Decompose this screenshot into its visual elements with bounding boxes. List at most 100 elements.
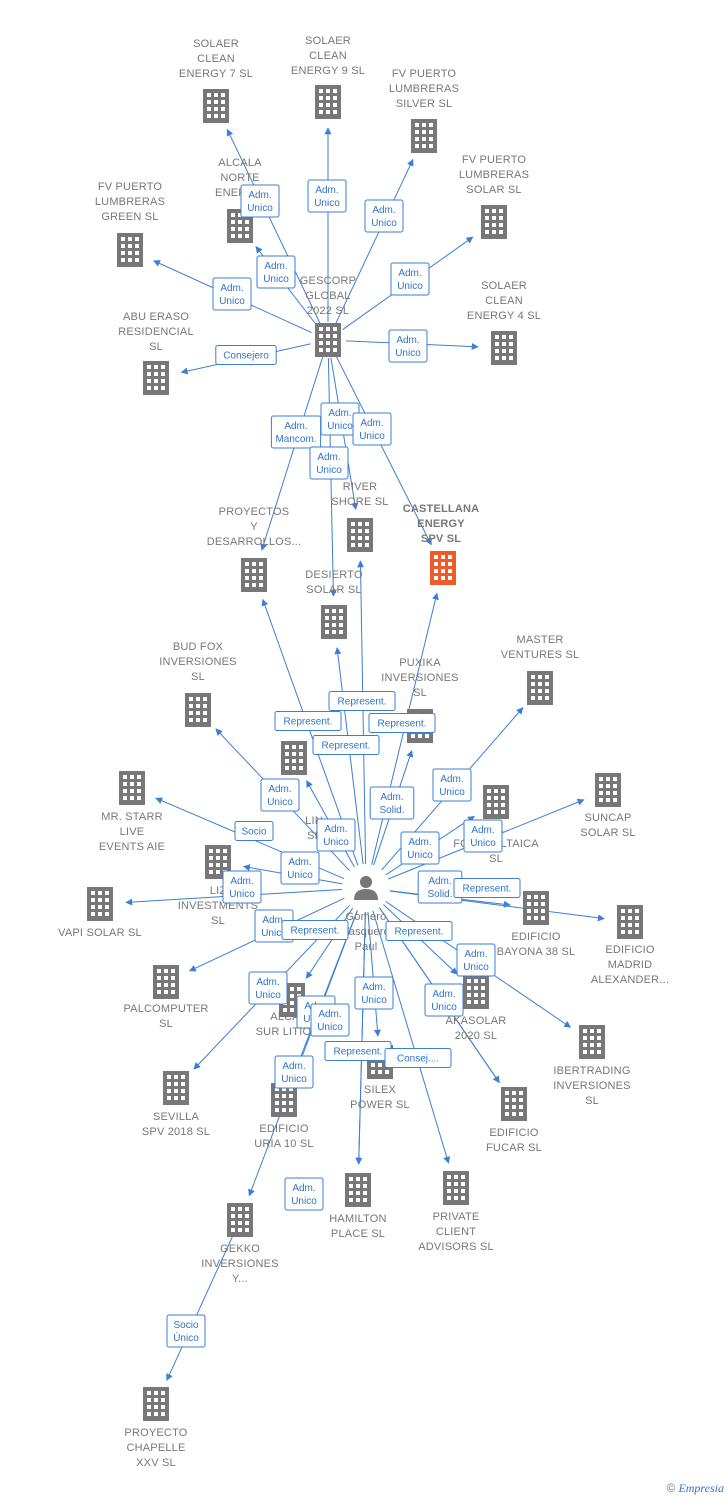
building-window bbox=[485, 223, 489, 227]
edge-label-socio[interactable]: Socio bbox=[234, 821, 274, 841]
edge-label-adm-unico[interactable]: Adm.Unico bbox=[424, 983, 464, 1017]
company-node-park[interactable] bbox=[483, 785, 509, 819]
edge-label-box bbox=[352, 412, 392, 446]
edge-label-adm-unico[interactable]: Adm.Unico bbox=[212, 277, 252, 311]
building-window bbox=[326, 110, 330, 114]
edge-label-represent[interactable]: Represent. bbox=[453, 878, 521, 898]
edge-label-adm-unico[interactable]: Adm.Unico bbox=[274, 1055, 314, 1089]
company-node-fvsilver[interactable] bbox=[411, 119, 437, 153]
edge-label-represent[interactable]: Represent. bbox=[281, 920, 349, 940]
relation-edge bbox=[334, 647, 365, 871]
company-node-private[interactable] bbox=[443, 1171, 469, 1205]
edge-label-text: Adm. bbox=[360, 418, 383, 429]
edge-label-represent[interactable]: Represent. bbox=[274, 711, 342, 731]
edge-label-adm-unico[interactable]: Adm.Unico bbox=[400, 831, 440, 865]
company-node-vapi[interactable] bbox=[87, 887, 113, 921]
company-node-mrstarr[interactable] bbox=[119, 771, 145, 805]
company-node-lin[interactable] bbox=[281, 741, 307, 775]
company-node-ibertrading[interactable] bbox=[579, 1025, 605, 1059]
edge-label-adm-unico[interactable]: Adm.Unico bbox=[316, 818, 356, 852]
building-window bbox=[231, 1214, 235, 1218]
edge-label-adm-mancom[interactable]: Adm.Mancom. bbox=[270, 415, 322, 449]
edge-label-adm-unico[interactable]: Adm.Unico bbox=[280, 851, 320, 885]
building-window bbox=[494, 789, 498, 793]
building-window bbox=[467, 1000, 471, 1004]
footer-brand[interactable]: © Empresia bbox=[667, 1481, 724, 1496]
building-window bbox=[333, 348, 337, 352]
company-node-hamilton[interactable] bbox=[345, 1173, 371, 1207]
edge-label-adm-unico[interactable]: Adm.Unico bbox=[463, 819, 503, 853]
building-window bbox=[527, 895, 531, 899]
person-node[interactable] bbox=[342, 864, 390, 912]
edge-label-adm-solid[interactable]: Adm.Solid. bbox=[417, 870, 463, 904]
building-window bbox=[590, 1043, 594, 1047]
edge-label-adm-unico[interactable]: Adm.Unico bbox=[240, 184, 280, 218]
edge-label-adm-unico[interactable]: Adm.Unico bbox=[260, 778, 300, 812]
building-window bbox=[583, 1029, 587, 1033]
edge-label-adm-unico[interactable]: Adm.Unico bbox=[222, 870, 262, 904]
node-label: CLEAN bbox=[197, 53, 235, 65]
building-window bbox=[534, 909, 538, 913]
building-window bbox=[216, 856, 220, 860]
building-window bbox=[285, 752, 289, 756]
building-window bbox=[207, 114, 211, 118]
edge-label-adm-unico[interactable]: Adm.Unico bbox=[310, 1003, 350, 1037]
edge-label-consej[interactable]: Consej.... bbox=[384, 1048, 452, 1068]
edge-label-adm-unico[interactable]: Adm.Unico bbox=[364, 199, 404, 233]
edge-label-adm-unico[interactable]: Adm.Unico bbox=[284, 1177, 324, 1211]
edge-label-represent[interactable]: Represent. bbox=[312, 735, 380, 755]
building-window bbox=[415, 130, 419, 134]
company-node-suncap[interactable] bbox=[595, 773, 621, 807]
edge-label-consejero[interactable]: Consejero bbox=[215, 345, 277, 365]
edge-label-adm-unico[interactable]: Adm.Unico bbox=[456, 943, 496, 977]
company-node-fvsolar[interactable] bbox=[481, 205, 507, 239]
edge-label-adm-unico[interactable]: Adm.Unico bbox=[256, 255, 296, 289]
company-node-madrid[interactable] bbox=[617, 905, 643, 939]
company-node-sevilla[interactable] bbox=[163, 1071, 189, 1105]
edge-label-represent[interactable]: Represent. bbox=[368, 713, 436, 733]
company-node-chapelle[interactable] bbox=[143, 1387, 169, 1421]
hub-company-node[interactable] bbox=[315, 323, 341, 357]
company-node-proyectos[interactable] bbox=[241, 558, 267, 592]
building-window bbox=[135, 258, 139, 262]
edge-label-box bbox=[312, 735, 380, 755]
building-window bbox=[333, 341, 337, 345]
focus-company-node[interactable] bbox=[430, 551, 456, 585]
company-node-fucar[interactable] bbox=[501, 1087, 527, 1121]
node-label: Y bbox=[250, 521, 258, 533]
edge-label-adm-solid[interactable]: Adm.Solid. bbox=[369, 786, 415, 820]
company-node-akasolar[interactable] bbox=[463, 975, 489, 1009]
edge-label-text: Adm. bbox=[324, 824, 347, 835]
building-window bbox=[154, 386, 158, 390]
edge-label-represent[interactable]: Represent. bbox=[385, 921, 453, 941]
company-node-budfox[interactable] bbox=[185, 693, 211, 727]
edge-label-represent[interactable]: Represent. bbox=[328, 691, 396, 711]
company-node-fvgreen[interactable] bbox=[117, 233, 143, 267]
company-node-gekko[interactable] bbox=[227, 1203, 253, 1237]
company-node-abueraso[interactable] bbox=[143, 361, 169, 395]
company-node-solaer4[interactable] bbox=[491, 331, 517, 365]
edge-label-adm-unico[interactable]: Adm.Unico bbox=[352, 412, 392, 446]
company-node-palcomputer[interactable] bbox=[153, 965, 179, 999]
edge-label-adm-unico[interactable]: Adm.Unico bbox=[354, 976, 394, 1010]
building-window bbox=[238, 227, 242, 231]
company-node-bayona[interactable] bbox=[523, 891, 549, 925]
building-window bbox=[454, 1175, 458, 1179]
edge-label-adm-unico[interactable]: Adm.Unico bbox=[307, 179, 347, 213]
edge-label-box bbox=[432, 768, 472, 802]
edge-label-represent[interactable]: Represent. bbox=[324, 1041, 392, 1061]
company-node-desierto[interactable] bbox=[321, 605, 347, 639]
edge-label-box bbox=[260, 778, 300, 812]
edge-label-text: Unico bbox=[371, 218, 397, 229]
company-node-rivershore[interactable] bbox=[347, 518, 373, 552]
edge-label-adm-unico[interactable]: Adm.Unico bbox=[432, 768, 472, 802]
edge-label-adm-unico[interactable]: Adm.Unico bbox=[388, 329, 428, 363]
company-node-solaer7[interactable] bbox=[203, 89, 229, 123]
company-node-master[interactable] bbox=[527, 671, 553, 705]
edge-label-adm-unico[interactable]: Adm.Unico bbox=[309, 446, 349, 480]
company-node-uria[interactable] bbox=[271, 1083, 297, 1117]
company-node-solaer9[interactable] bbox=[315, 85, 341, 119]
edge-label-adm-unico[interactable]: Adm.Unico bbox=[248, 971, 288, 1005]
edge-label-adm-unico[interactable]: Adm.Unico bbox=[390, 262, 430, 296]
